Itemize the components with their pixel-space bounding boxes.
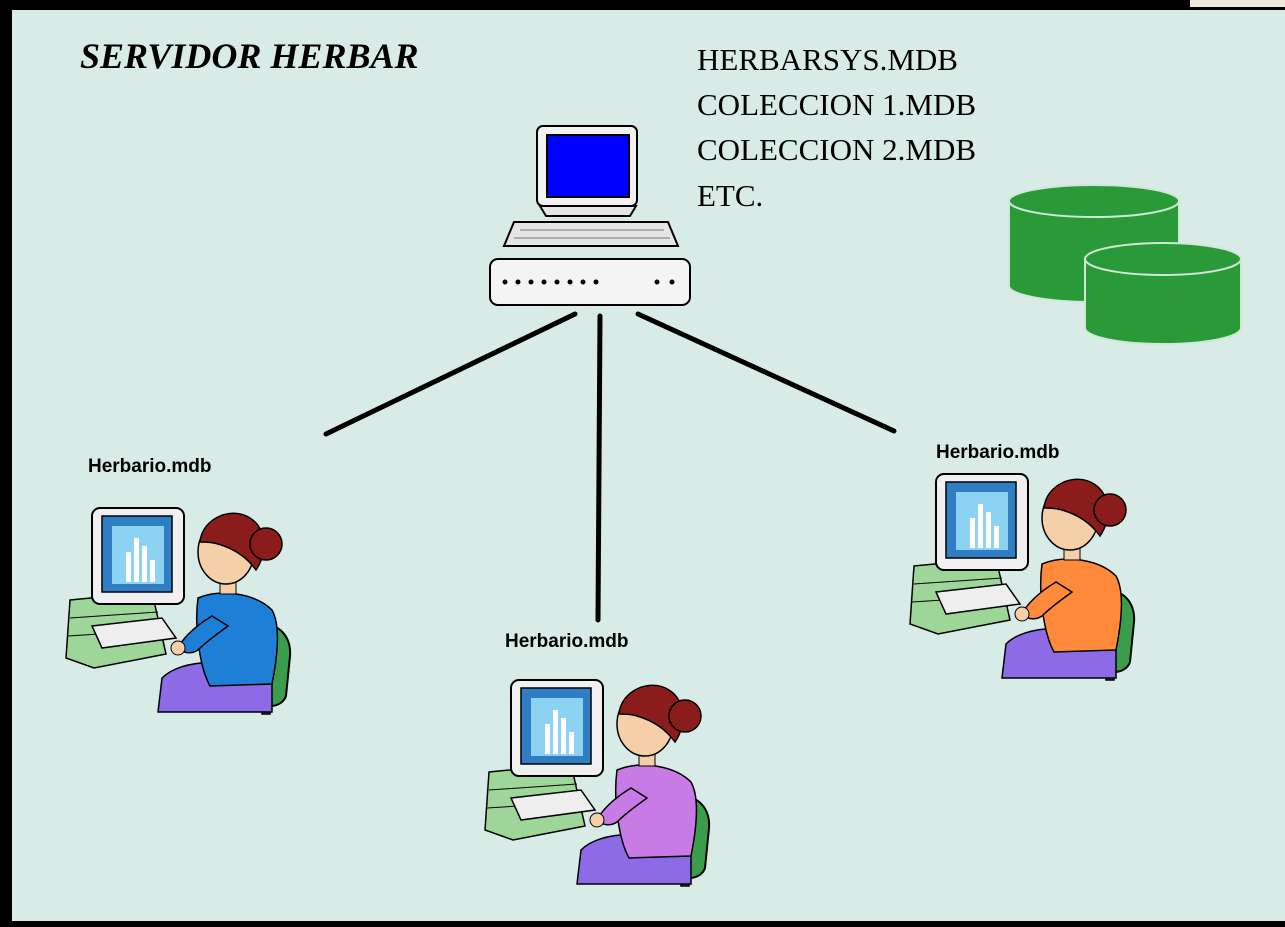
server-title: SERVIDOR HERBAR xyxy=(80,36,418,76)
client-right-label: Herbario.mdb xyxy=(936,442,1060,463)
client-center-label: Herbario.mdb xyxy=(505,631,629,652)
client-right: Herbario.mdb xyxy=(909,442,1136,681)
server-keyboard xyxy=(502,221,680,247)
connection-right xyxy=(635,311,897,434)
server-computer-icon xyxy=(489,125,691,306)
network-connections xyxy=(323,311,897,623)
server-file-1: HERBARSYS.MDB xyxy=(697,42,958,77)
client-left-label: Herbario.mdb xyxy=(88,456,212,477)
connection-center xyxy=(595,313,603,623)
client-center-workstation-icon xyxy=(484,679,711,887)
server-hub xyxy=(489,258,691,306)
server-file-2: COLECCION 1.MDB xyxy=(697,87,976,122)
top-edge-band xyxy=(1190,0,1285,7)
connection-left xyxy=(323,311,578,437)
database-icon xyxy=(1008,184,1242,345)
server-file-list: HERBARSYS.MDB COLECCION 1.MDB COLECCION … xyxy=(697,42,976,213)
client-right-workstation-icon xyxy=(909,473,1136,681)
server-file-3: COLECCION 2.MDB xyxy=(697,132,976,167)
client-left-workstation-icon xyxy=(65,507,292,715)
client-left: Herbario.mdb xyxy=(65,456,292,715)
client-center: Herbario.mdb xyxy=(484,631,711,887)
server-screen xyxy=(546,134,630,198)
database-cylinder-front xyxy=(1084,242,1242,345)
server-file-4: ETC. xyxy=(697,178,763,213)
